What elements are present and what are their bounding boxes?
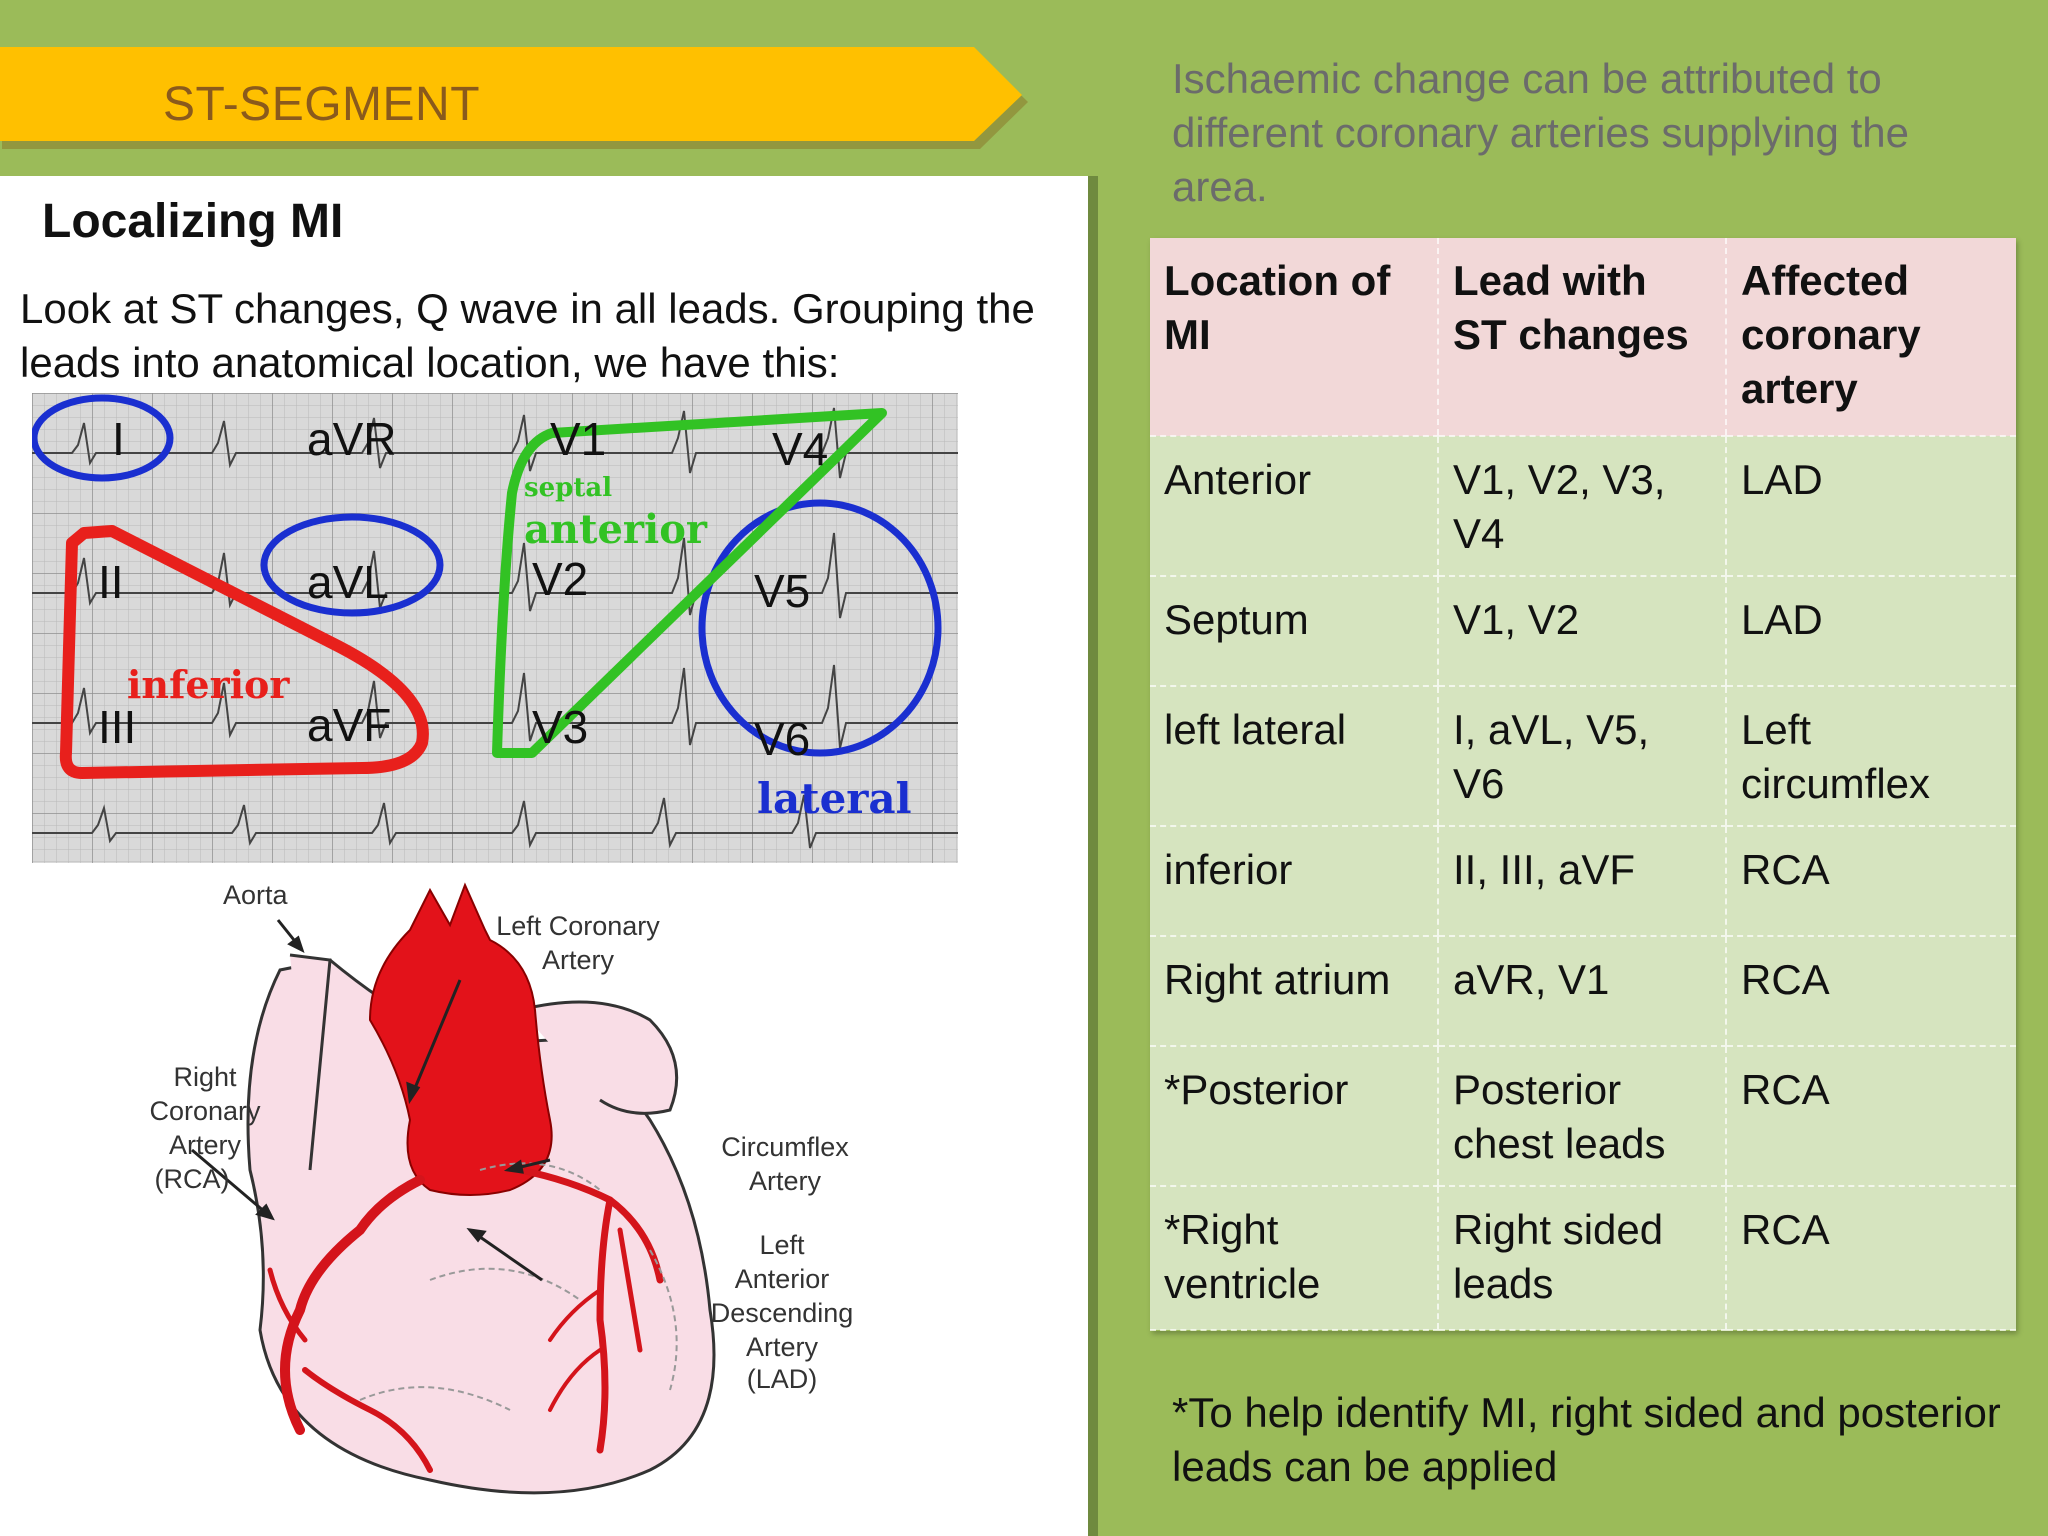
- table-row: Septum V1, V2 LAD: [1150, 576, 2016, 687]
- label-lad-4: Artery: [746, 1332, 819, 1362]
- cell-artery: Left circumflex: [1725, 686, 2016, 827]
- label-rca-1: Right: [173, 1062, 237, 1092]
- cell-location: *Right ventricle: [1150, 1186, 1438, 1331]
- header-location: Location of MI: [1150, 238, 1438, 437]
- anterior-septal-outline: [492, 408, 887, 758]
- label-left-coronary-2: Artery: [542, 945, 615, 975]
- section-subtitle: Localizing MI: [42, 195, 344, 248]
- cell-leads: I, aVL, V5, V6: [1437, 686, 1726, 827]
- vena-cava: [289, 953, 332, 1171]
- cell-location: Right atrium: [1150, 936, 1438, 1047]
- region-label-lateral: lateral: [757, 774, 912, 823]
- cell-location: Anterior: [1150, 436, 1438, 577]
- lead-label-v3: V3: [532, 701, 588, 753]
- table-row: Anterior V1, V2, V3, V4 LAD: [1150, 436, 2016, 577]
- table-row: inferior II, III, aVF RCA: [1150, 826, 2016, 937]
- coronary-arteries: [267, 1166, 664, 1473]
- lead-label-v4: V4: [772, 423, 828, 475]
- cell-location: *Posterior: [1150, 1046, 1438, 1187]
- lead-label-v2: V2: [532, 553, 588, 605]
- cell-location: left lateral: [1150, 686, 1438, 827]
- cell-artery: RCA: [1725, 936, 2016, 1047]
- region-label-anterior: anterior: [524, 506, 708, 553]
- table-row: *Right ventricle Right sided leads RCA: [1150, 1186, 2016, 1331]
- label-lad-1: Left: [759, 1230, 805, 1260]
- cell-artery: RCA: [1725, 826, 2016, 937]
- header-artery: Affected coronary artery: [1725, 238, 2016, 437]
- table-row: Right atrium aVR, V1 RCA: [1150, 936, 2016, 1047]
- cell-artery: RCA: [1725, 1046, 2016, 1187]
- lead-i-circle: [32, 394, 174, 482]
- cell-location: Septum: [1150, 576, 1438, 687]
- posterior-vessels: [359, 1162, 678, 1411]
- lead-label-iii: III: [98, 701, 136, 753]
- cell-location: inferior: [1150, 826, 1438, 937]
- ecg-traces: [32, 407, 958, 849]
- cell-artery: RCA: [1725, 1186, 2016, 1331]
- label-lad-3: Descending: [711, 1298, 854, 1328]
- cell-leads: II, III, aVF: [1437, 826, 1726, 937]
- footnote-text: *To help identify MI, right sided and po…: [1172, 1389, 2001, 1490]
- header-leads: Lead with ST changes: [1437, 238, 1726, 437]
- banner-arrow-shape: [0, 47, 1028, 149]
- lead-label-v6: V6: [754, 713, 810, 765]
- table-row: *Posterior Posterior chest leads RCA: [1150, 1046, 2016, 1187]
- coronary-arteries-diagram: Aorta Left Coronary Artery Right Coronar…: [149, 880, 854, 1495]
- cell-leads: Posterior chest leads: [1437, 1046, 1726, 1187]
- region-label-septal: septal: [524, 473, 612, 503]
- cell-artery: LAD: [1725, 576, 2016, 687]
- region-label-inferior: inferior: [127, 662, 290, 707]
- label-left-coronary-1: Left Coronary: [496, 911, 660, 941]
- lead-label-v1: V1: [550, 413, 606, 465]
- cell-artery: LAD: [1725, 436, 2016, 577]
- cell-leads: Right sided leads: [1437, 1186, 1726, 1331]
- inferior-triangle: [59, 525, 429, 779]
- avl-circle: [260, 513, 444, 617]
- table-row: left lateral I, aVL, V5, V6 Left circumf…: [1150, 686, 2016, 827]
- pulmonary-artery: [519, 1000, 679, 1115]
- cell-leads: aVR, V1: [1437, 936, 1726, 1047]
- lead-label-avf: aVF: [307, 699, 391, 751]
- aorta-shape: [368, 882, 553, 1196]
- label-rca-3: Artery: [169, 1130, 242, 1160]
- table-header-row: Location of MI Lead with ST changes Affe…: [1150, 238, 2016, 437]
- lead-label-avr: aVR: [307, 413, 396, 465]
- label-circumflex-1: Circumflex: [721, 1132, 849, 1162]
- label-lad-5: (LAD): [747, 1364, 818, 1394]
- title-banner: ST-SEGMENT: [0, 47, 1030, 149]
- label-circumflex-2: Artery: [749, 1166, 822, 1196]
- lead-label-v5: V5: [754, 565, 810, 617]
- lateral-circle: [698, 499, 942, 757]
- caption-text: Ischaemic change can be attributed to di…: [1172, 55, 1909, 210]
- lead-label-avl: aVL: [307, 556, 389, 608]
- panel-divider: [1088, 176, 1098, 1536]
- label-aorta: Aorta: [223, 880, 289, 910]
- label-rca-2: Coronary: [149, 1096, 261, 1126]
- lead-label-i: I: [112, 413, 125, 465]
- label-rca-4: (RCA): [155, 1164, 230, 1194]
- label-lad-2: Anterior: [735, 1264, 830, 1294]
- intro-text: Look at ST changes, Q wave in all leads.…: [20, 285, 1035, 386]
- label-pointers: [191, 919, 551, 1282]
- mi-localization-table: Location of MI Lead with ST changes Affe…: [1150, 238, 2016, 1331]
- ecg-lead-groups-figure: I aVR V1 V4 II aVL V2 V5 III aVF V3 V6 s…: [32, 393, 958, 863]
- banner-title: ST-SEGMENT: [163, 78, 481, 131]
- cell-leads: V1, V2, V3, V4: [1437, 436, 1726, 577]
- ecg-grid: [32, 393, 958, 863]
- lead-label-ii: II: [98, 556, 124, 608]
- cell-leads: V1, V2: [1437, 576, 1726, 687]
